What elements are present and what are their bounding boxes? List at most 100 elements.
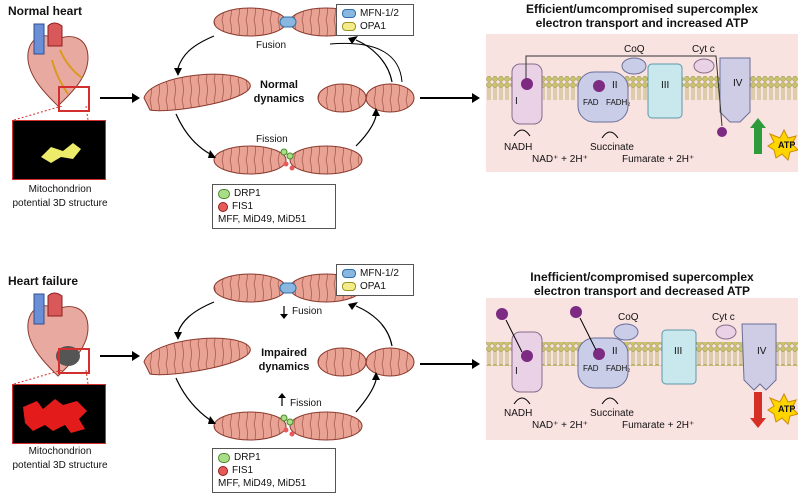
complex-iv-label-b: IV — [757, 346, 767, 357]
legend-drp1-text-b: DRP1 — [234, 452, 261, 463]
etc-title-top-line2: electron transport and increased ATP — [535, 16, 749, 30]
drp1-swatch — [218, 188, 230, 199]
fis1-swatch-b — [218, 465, 228, 476]
legend-fis1-text-b: FIS1 — [232, 465, 254, 476]
zoom-lines — [13, 106, 89, 120]
fission-label-bottom: Fission — [290, 398, 322, 409]
succinate-label-b: Succinate — [590, 408, 634, 419]
etc-diagram-bottom — [486, 306, 798, 428]
dynamics-label-bottom: Impaired dynamics — [244, 346, 324, 374]
fissioning-mito-pair — [213, 145, 363, 175]
complex-ii-label-b: II — [612, 346, 618, 357]
legend-mfn-b: MFN-1/2 — [342, 267, 408, 280]
mfn-swatch — [342, 9, 356, 18]
complex-iv-bottom — [741, 323, 777, 391]
failing-heart-icon — [27, 292, 89, 377]
normal-heart-title: Normal heart — [8, 4, 83, 18]
heart-failure-title: Heart failure — [8, 274, 79, 288]
mito-3d-shape-failure — [23, 399, 87, 433]
nadh-label-b: NADH — [504, 408, 533, 419]
arrow-to-dynamics-failure — [100, 351, 140, 361]
fumarate-label-b: Fumarate + 2H⁺ — [622, 420, 695, 431]
legend-fis1-b: FIS1 — [218, 464, 330, 477]
down-arrow-icon — [750, 392, 766, 428]
coq-top — [621, 57, 647, 75]
fission-legend-top: DRP1 FIS1 MFF, MiD49, MiD51 — [212, 184, 336, 229]
legend-fis1-text: FIS1 — [232, 201, 254, 212]
complex-iv-top — [719, 57, 751, 123]
fadh2-label-b: FADH₂ — [606, 364, 631, 373]
zoom-lines-failure — [13, 370, 89, 384]
electron-2-top — [593, 80, 605, 92]
electron-leak-1 — [496, 308, 508, 320]
mito-3d-thumbnail-failure — [12, 384, 106, 444]
up-arrow-icon — [750, 118, 766, 154]
dynamics-cycle-top — [143, 7, 415, 175]
legend-mff-b: MFF, MiD49, MiD51 — [218, 477, 330, 490]
nad-label-b: NAD⁺ + 2H⁺ — [532, 420, 588, 431]
atp-star-icon — [767, 392, 798, 425]
legend-opa-b: OPA1 — [342, 280, 408, 293]
complex-ii-bottom — [577, 337, 629, 389]
electron-i-bottom — [521, 350, 533, 362]
legend-mfn: MFN-1/2 — [342, 7, 408, 20]
thumb-caption-failure-line2: potential 3D structure — [12, 460, 108, 471]
mito-3d-shape — [41, 143, 81, 163]
fusion-label-top: Fusion — [256, 40, 287, 51]
legend-mff-text-b: MFF, MiD49, MiD51 — [218, 478, 307, 489]
succinate-label: Succinate — [590, 142, 634, 153]
heart-zoom-box — [58, 86, 90, 112]
electron-1-top — [521, 78, 533, 90]
fad-label: FAD — [583, 98, 599, 107]
arrow-to-etc-bottom — [420, 359, 480, 369]
opa-swatch — [342, 22, 356, 31]
cytc-bottom — [715, 324, 737, 340]
complex-iii-label: III — [661, 80, 670, 91]
complex-i-label-b: I — [515, 366, 518, 377]
dynamics-word1-bottom: Impaired — [261, 347, 307, 359]
complex-i-label: I — [515, 96, 518, 107]
mito-3d-thumbnail — [12, 120, 106, 180]
legend-drp1: DRP1 — [218, 187, 330, 200]
opa-swatch-b — [342, 282, 356, 291]
atp-label-top: ATP — [778, 140, 796, 150]
fusion-label-bottom: Fusion — [292, 306, 323, 317]
fission-legend-bottom: DRP1 FIS1 MFF, MiD49, MiD51 — [212, 448, 336, 493]
heart-zoom-box-failure — [58, 348, 90, 374]
legend-mfn-text-b: MFN-1/2 — [360, 268, 399, 279]
drp1-swatch-b — [218, 452, 230, 463]
dynamics-word2-bottom: dynamics — [258, 361, 310, 373]
fis1-swatch — [218, 201, 228, 212]
legend-opa-text: OPA1 — [360, 21, 386, 32]
complex-iii-top — [647, 63, 683, 119]
thumb-caption-line1: Mitochondrion — [28, 184, 92, 195]
nadh-label: NADH — [504, 142, 533, 153]
electron-ii-bottom — [593, 348, 605, 360]
etc-title-bottom-line1: Inefficient/compromised supercomplex — [530, 270, 754, 284]
etc-title-top-line1: Efficient/umcompromised supercomplex — [525, 2, 759, 16]
legend-fis1: FIS1 — [218, 200, 330, 213]
arrow-to-dynamics — [100, 93, 140, 103]
legend-mfn-text: MFN-1/2 — [360, 8, 399, 19]
thumb-caption-failure-line1: Mitochondrion — [28, 446, 92, 457]
nad-label: NAD⁺ + 2H⁺ — [532, 154, 588, 165]
coq-label: CoQ — [624, 44, 645, 55]
fused-mito-left-bottom — [143, 337, 251, 376]
fadh2-label: FADH₂ — [606, 98, 631, 107]
legend-drp1-b: DRP1 — [218, 451, 330, 464]
electron-3-top — [717, 127, 727, 137]
cytc-label: Cyt c — [692, 44, 715, 55]
arrow-to-etc-top — [420, 93, 480, 103]
complex-iii-label-b: III — [674, 346, 683, 357]
complex-iii-bottom — [661, 329, 697, 385]
atp-label-bottom: ATP — [778, 404, 796, 414]
etc-diagram-top — [486, 55, 798, 161]
fad-label-b: FAD — [583, 364, 599, 373]
complex-iv-label: IV — [733, 78, 743, 89]
fragmented-mito-right-bottom — [317, 347, 415, 377]
electron-leak-2 — [570, 306, 582, 318]
atp-star-icon — [767, 128, 798, 161]
legend-mff-text: MFF, MiD49, MiD51 — [218, 214, 307, 225]
etc-title-bottom-line2: electron transport and decreased ATP — [533, 284, 751, 298]
thumb-caption-line2: potential 3D structure — [12, 198, 108, 209]
